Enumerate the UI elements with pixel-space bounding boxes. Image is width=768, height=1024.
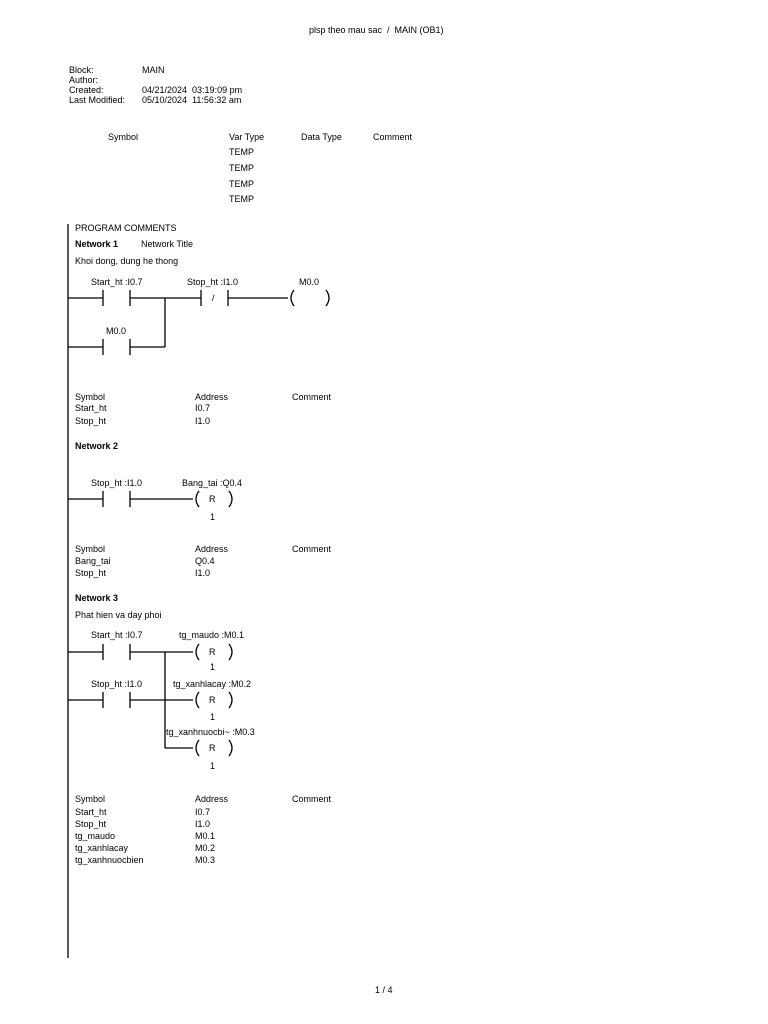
- n1-symbol-cell: Start_ht: [75, 403, 107, 413]
- n3-label-coil1: tg_maudo :M0.1: [179, 630, 244, 640]
- n3-label-coil3-type: R: [209, 743, 216, 753]
- network-3-title: Network 3: [75, 593, 119, 603]
- n3-address-cell: M0.2: [195, 843, 216, 853]
- n2-symbol-cell: Stop_ht: [75, 568, 107, 578]
- n2-address-cell: I1.0: [195, 568, 211, 578]
- var-header-symbol: Symbol: [108, 132, 139, 142]
- n2-label-coil-type: R: [209, 494, 216, 504]
- n2-coil-right: [228, 490, 233, 508]
- var-header-comment: Comment: [373, 132, 413, 142]
- n3-address-cell: I1.0: [195, 819, 211, 829]
- n2-address-cell: Q0.4: [195, 556, 215, 566]
- page-header-title: plsp theo mau sac / MAIN (OB1): [309, 25, 444, 35]
- n2-coil-left: [195, 490, 200, 508]
- program-comments-label: PROGRAM COMMENTS: [75, 223, 177, 233]
- n3-label-stop: Stop_ht :I1.0: [91, 679, 142, 689]
- n1-label-nc-mark: /: [212, 293, 215, 303]
- n2-label-coil: Bang_tai :Q0.4: [182, 478, 242, 488]
- n3-coil1-right: [228, 643, 233, 661]
- n3-coil1-left: [195, 643, 200, 661]
- n1-coil-right: [325, 289, 330, 307]
- created-label: Created:: [69, 85, 104, 95]
- n3-symbol-header: Symbol: [75, 794, 106, 804]
- n3-address-cell: M0.3: [195, 855, 216, 865]
- modified-label: Last Modified:: [69, 95, 126, 105]
- n3-symbol-cell: tg_xanhlacay: [75, 843, 129, 853]
- n3-label-coil2-type: R: [209, 695, 216, 705]
- network-1-subtitle: Network Title: [141, 239, 194, 249]
- n1-label-stop: Stop_ht :I1.0: [187, 277, 238, 287]
- n3-address-cell: I0.7: [195, 807, 211, 817]
- n3-label-coil1-type: R: [209, 647, 216, 657]
- n3-symbol-cell: Stop_ht: [75, 819, 107, 829]
- network-3-comment: Phat hien va day phoi: [75, 610, 162, 620]
- var-row: TEMP: [229, 147, 255, 157]
- created-value: 04/21/2024 03:19:09 pm: [142, 85, 243, 95]
- n3-label-coil3-n: 1: [210, 761, 215, 771]
- block-value: MAIN: [142, 65, 165, 75]
- block-label: Block:: [69, 65, 94, 75]
- n1-symbol-header: Symbol: [75, 392, 106, 402]
- author-label: Author:: [69, 75, 99, 85]
- n3-label-coil2-n: 1: [210, 712, 215, 722]
- n3-comment-header: Comment: [292, 794, 332, 804]
- n1-coil-left: [290, 289, 295, 307]
- n3-coil3-left: [195, 739, 200, 757]
- n3-label-coil1-n: 1: [210, 662, 215, 672]
- n2-address-header: Address: [195, 544, 229, 554]
- network-2-title: Network 2: [75, 441, 119, 451]
- n1-address-header: Address: [195, 392, 229, 402]
- n1-comment-header: Comment: [292, 392, 332, 402]
- network-1-comment: Khoi dong, dung he thong: [75, 256, 179, 266]
- var-header-data-type: Data Type: [301, 132, 342, 142]
- page-number: 1 / 4: [375, 985, 393, 995]
- n3-coil2-left: [195, 691, 200, 709]
- var-row: TEMP: [229, 163, 255, 173]
- n2-symbol-cell: Bang_tai: [75, 556, 111, 566]
- n3-symbol-cell: tg_maudo: [75, 831, 116, 841]
- n3-symbol-cell: Start_ht: [75, 807, 107, 817]
- n2-label-stop: Stop_ht :I1.0: [91, 478, 142, 488]
- n3-address-header: Address: [195, 794, 229, 804]
- n3-coil2-right: [228, 691, 233, 709]
- n1-address-cell: I0.7: [195, 403, 211, 413]
- var-row: TEMP: [229, 179, 255, 189]
- var-header-var-type: Var Type: [229, 132, 265, 142]
- n1-symbol-cell: Stop_ht: [75, 416, 107, 426]
- n1-label-start: Start_ht :I0.7: [91, 277, 143, 287]
- n3-label-coil3: tg_xanhnuocbi~ :M0.3: [166, 727, 255, 737]
- n2-label-coil-n: 1: [210, 512, 215, 522]
- n2-symbol-header: Symbol: [75, 544, 106, 554]
- n1-label-coil: M0.0: [299, 277, 319, 287]
- n1-address-cell: I1.0: [195, 416, 211, 426]
- n3-coil3-right: [228, 739, 233, 757]
- n3-symbol-cell: tg_xanhnuocbien: [75, 855, 144, 865]
- n3-label-start: Start_ht :I0.7: [91, 630, 143, 640]
- n1-label-m00: M0.0: [106, 326, 126, 336]
- n3-label-coil2: tg_xanhlacay :M0.2: [173, 679, 251, 689]
- network-1-title: Network 1: [75, 239, 119, 249]
- var-row: TEMP: [229, 194, 255, 204]
- n2-comment-header: Comment: [292, 544, 332, 554]
- modified-value: 05/10/2024 11:56:32 am: [142, 95, 242, 105]
- n3-address-cell: M0.1: [195, 831, 216, 841]
